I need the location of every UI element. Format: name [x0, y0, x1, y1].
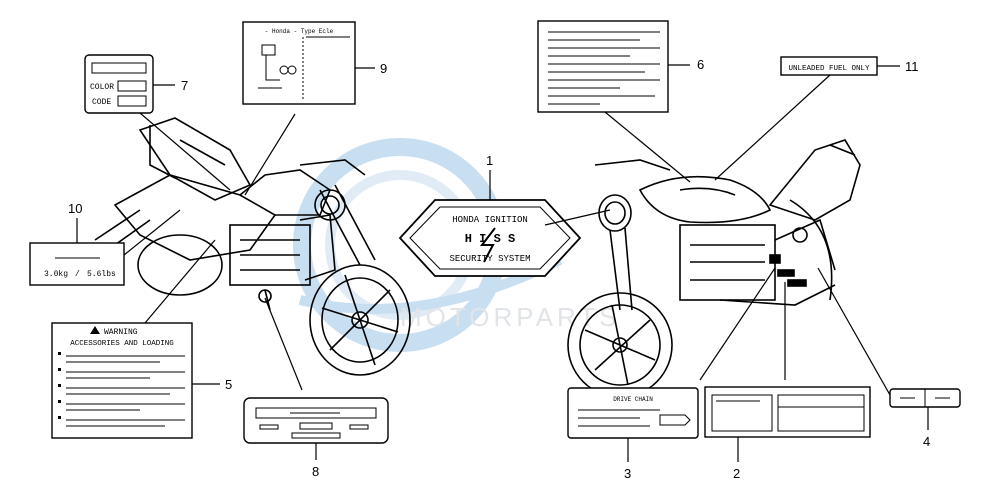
callout-numbers: 1 2 3 4 5 6 7 8 9 10 11 — [68, 57, 930, 481]
hiss-label-bottom: SECURITY SYSTEM — [449, 254, 530, 264]
small-tag-label — [889, 388, 961, 408]
warning-triangle-icon — [90, 326, 100, 334]
leader-lines — [76, 64, 929, 462]
drive-chain-label: DRIVE CHAIN — [567, 387, 699, 439]
weight-right: 5.6lbs — [87, 270, 116, 279]
warning-line1: WARNING — [104, 328, 138, 337]
text-panel-label — [537, 20, 669, 113]
tyre-info-label — [704, 386, 871, 438]
hiss-label-top: HONDA IGNITION — [452, 215, 528, 225]
callout-6: 6 — [697, 57, 704, 72]
weight-left: 3.0kg — [44, 270, 68, 279]
callout-7: 7 — [181, 78, 188, 93]
callout-11: 11 — [905, 59, 919, 74]
hiss-label-middle: H I S S — [465, 232, 515, 246]
weight-sep: / — [75, 270, 80, 279]
callout-4: 4 — [923, 434, 930, 449]
weight-label: 3.0kg / 5.6lbs — [29, 242, 125, 286]
hiss-lightning-icon — [479, 227, 496, 263]
callout-3: 3 — [624, 466, 631, 481]
callout-5: 5 — [225, 377, 232, 392]
hiss-security-label: HONDA IGNITION H I S S SECURITY SYSTEM — [398, 199, 582, 277]
color-code-line2: CODE — [92, 98, 111, 107]
type-label: - Honda - Type Ecle — [242, 21, 356, 105]
info-plate-label — [243, 397, 389, 444]
watermark-text: MOTORPARTS — [400, 302, 621, 332]
warning-loading-label: WARNING ACCESSORIES AND LOADING — [51, 322, 193, 439]
fuel-label: UNLEADED FUEL ONLY — [780, 56, 878, 76]
color-code-label: COLOR CODE — [84, 54, 154, 114]
color-code-line1: COLOR — [90, 83, 114, 92]
callout-8: 8 — [312, 464, 319, 479]
warning-line2: ACCESSORIES AND LOADING — [70, 340, 174, 348]
callout-9: 9 — [380, 61, 387, 76]
drive-chain-text: DRIVE CHAIN — [613, 396, 653, 403]
type-label-title: - Honda - Type Ecle — [265, 28, 334, 35]
fuel-label-text: UNLEADED FUEL ONLY — [788, 65, 870, 73]
right-motorcycle-drawing — [567, 139, 861, 398]
callout-1: 1 — [486, 153, 493, 168]
wrench-icon — [659, 414, 691, 426]
callout-10: 10 — [68, 201, 82, 216]
key-diagram-icon — [258, 44, 282, 89]
left-motorcycle-drawing — [94, 117, 411, 376]
callout-2: 2 — [733, 466, 740, 481]
